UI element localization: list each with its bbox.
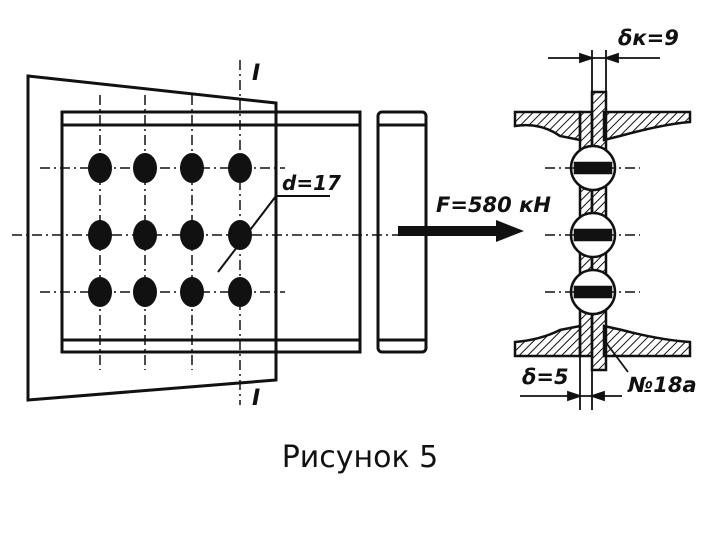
section-bolts	[569, 144, 617, 316]
bolt-hole	[228, 153, 252, 183]
bolt-hole	[133, 220, 157, 250]
gusset-thickness-label: δк=9	[618, 26, 679, 50]
force-label: F=580 кН	[436, 193, 551, 217]
web-thickness-label: δ=5	[522, 365, 569, 389]
bottom-flange	[513, 324, 582, 358]
bolt-group	[88, 153, 252, 307]
bolt-hole	[228, 220, 252, 250]
bolt-hole	[88, 277, 112, 307]
section-view	[513, 90, 692, 372]
channel-number-label: №18а	[627, 373, 697, 397]
hole-diameter-label: d=17	[282, 171, 341, 195]
bolt-hole	[180, 277, 204, 307]
top-flange	[513, 110, 582, 142]
section-mark-top: I	[252, 61, 260, 86]
section-mark-bottom: I	[252, 386, 260, 411]
bolt-hole	[180, 153, 204, 183]
bolt-hole	[228, 277, 252, 307]
channel-leader	[603, 339, 629, 373]
figure-caption: Рисунок 5	[281, 440, 439, 475]
gusset-plate	[26, 74, 278, 402]
hole-leader	[217, 195, 330, 273]
bolt-hole	[133, 153, 157, 183]
bolt-hole	[88, 153, 112, 183]
channel-member	[60, 110, 362, 354]
web-thickness-dim	[520, 356, 622, 410]
bolt-hole	[88, 220, 112, 250]
bolt-hole	[180, 220, 204, 250]
bolt-hole	[133, 277, 157, 307]
force-arrow	[398, 220, 524, 242]
gusset-thickness-dim	[548, 50, 660, 92]
